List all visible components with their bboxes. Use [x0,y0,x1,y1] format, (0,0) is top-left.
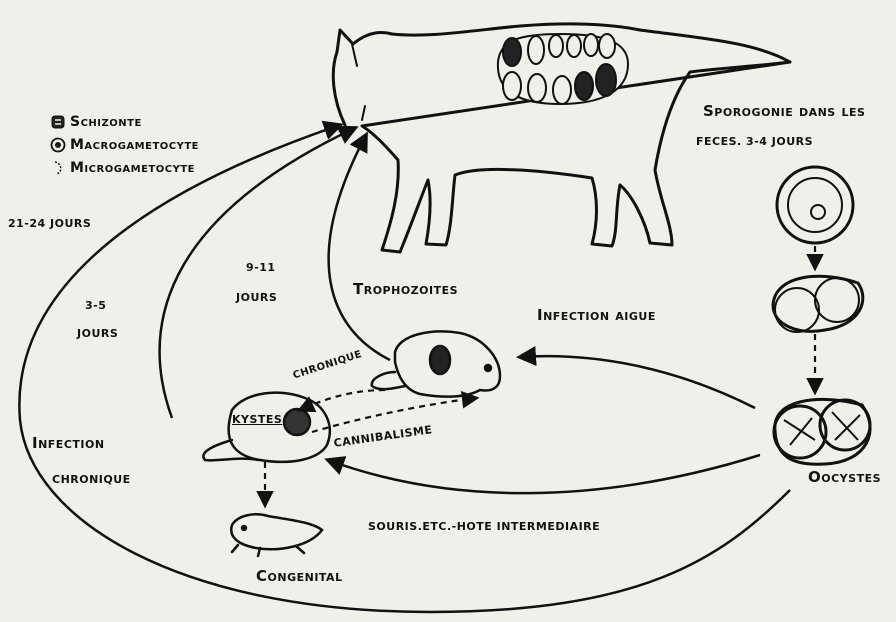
label-9-11-jours: JOURS [236,292,277,303]
label-oocystes: Oocystes [808,470,881,485]
label-sporogonie-days: FECES. 3-4 JOURS [696,136,813,147]
label-9-11: 9-11 [246,262,276,273]
arrow-outer-loop [19,125,790,612]
legend-schizonte: Schizonte [50,114,142,130]
label-infection-chronique-2: CHRONIQUE [52,474,131,485]
oocyst-stages [773,167,870,464]
arrow-chronique [300,390,385,410]
label-infection-chronique-1: Infection [32,436,105,451]
label-3-5-jours: JOURS [77,328,118,339]
label-kystes: KYSTES [232,414,282,425]
arrow-infection-aigue [520,356,755,408]
cycle-arrows [19,125,790,612]
intestine-drawing [498,34,628,104]
label-congenital: Congenital [256,569,343,584]
microgametocyte-icon [50,160,66,176]
label-3-5: 3-5 [85,300,106,311]
legend-microgametocyte: Microgametocyte [50,160,195,176]
label-infection-aigue: Infection aigue [537,308,656,323]
label-trophozoites: Trophozoites [353,282,458,297]
label-souris-hote: SOURIS.ETC.-HOTE INTERMEDIAIRE [368,521,600,532]
label-sporogonie: Sporogonie dans les [703,104,865,119]
label-21-24-jours: 21-24 JOURS [8,218,91,229]
arrow-cannibalisme [312,398,476,432]
legend-macrogametocyte: Macrogametocyte [50,137,199,153]
schizonte-icon [50,114,66,130]
macrogametocyte-icon [50,137,66,153]
arrow-9-11-jours [329,135,390,360]
arrow-oocyst-to-chronic-mouse [328,455,760,493]
